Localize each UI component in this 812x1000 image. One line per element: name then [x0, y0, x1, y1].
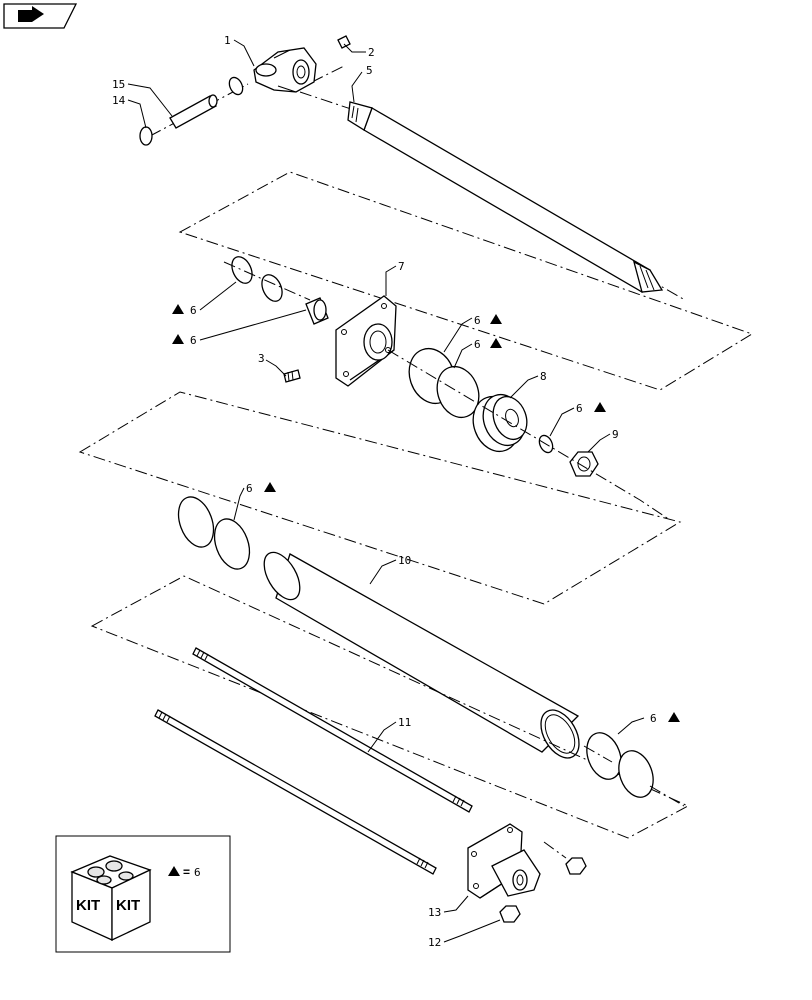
label-part-11: 11 — [398, 716, 411, 729]
legend-equals: = — [183, 865, 190, 879]
o-ring-b — [261, 274, 283, 302]
kit-triangle-icon — [264, 482, 276, 492]
legend-kit-ref: 6 — [194, 866, 201, 879]
label-part-6-e: 6 — [576, 402, 583, 415]
kit-triangle-icon — [490, 314, 502, 324]
part-13-end-cap — [467, 823, 541, 899]
barrel-kit-box — [78, 391, 682, 605]
o-ring-i — [618, 750, 654, 798]
part-11-tie-rod-upper — [192, 647, 473, 813]
label-part-12: 12 — [428, 936, 441, 949]
label-part-5: 5 — [366, 64, 373, 77]
part-1-rod-clevis — [253, 47, 317, 93]
label-part-3: 3 — [258, 352, 265, 365]
kit-triangle-icon — [172, 334, 184, 344]
label-part-7: 7 — [398, 260, 405, 273]
part-11-tie-rod-lower — [154, 709, 437, 875]
part-12-nut-a — [565, 857, 587, 875]
kit-label-right: KIT — [116, 897, 140, 914]
kit-triangle-icon — [490, 338, 502, 348]
part-9-nut — [569, 451, 599, 477]
part-15-pin — [169, 94, 218, 129]
kit-legend: KIT KIT = 6 — [55, 835, 231, 953]
kit-triangle-icon — [594, 402, 606, 412]
o-ring-g — [213, 518, 251, 570]
part-3-screw — [283, 369, 301, 383]
label-part-14: 14 — [112, 94, 126, 107]
part-2-set-screw — [337, 35, 351, 49]
kit-triangle-icon — [668, 712, 680, 722]
o-ring-f — [177, 496, 215, 548]
label-part-6-f: 6 — [246, 482, 253, 495]
o-ring-h — [586, 732, 622, 780]
label-part-6-a: 6 — [190, 304, 197, 317]
part-7-gland — [335, 295, 397, 387]
label-part-8: 8 — [540, 370, 547, 383]
kit-triangle-icon — [172, 304, 184, 314]
label-part-2: 2 — [368, 46, 375, 59]
label-part-10: 10 — [398, 554, 411, 567]
gland-kit-box — [178, 171, 754, 391]
part-14-ring — [139, 126, 153, 146]
label-part-1: 1 — [224, 34, 231, 47]
label-part-6-c: 6 — [474, 314, 481, 327]
label-part-15: 15 — [112, 78, 125, 91]
label-part-6-b: 6 — [190, 334, 197, 347]
next-page-button[interactable] — [3, 3, 78, 29]
snap-ring — [228, 76, 244, 96]
part-10-barrel — [263, 551, 580, 759]
kit-triangle-icon — [168, 866, 180, 876]
part-5-piston-rod — [347, 101, 664, 293]
kit-box-icon: KIT KIT — [70, 855, 152, 942]
o-ring-a — [231, 256, 253, 284]
part-8-piston — [472, 393, 528, 453]
tie-rod-kit-box — [90, 575, 690, 839]
label-part-9: 9 — [612, 428, 619, 441]
label-part-13: 13 — [428, 906, 441, 919]
label-part-6-d: 6 — [474, 338, 481, 351]
leader-lines — [127, 39, 645, 943]
kit-label-left: KIT — [76, 897, 100, 914]
o-ring-d — [436, 365, 480, 419]
callout-labels: 1 2 5 15 14 7 3 8 9 10 11 13 12 6 6 6 6 … — [112, 34, 680, 949]
part-12-nut-b — [499, 905, 521, 923]
label-part-6-g: 6 — [650, 712, 657, 725]
bushing — [305, 297, 329, 325]
